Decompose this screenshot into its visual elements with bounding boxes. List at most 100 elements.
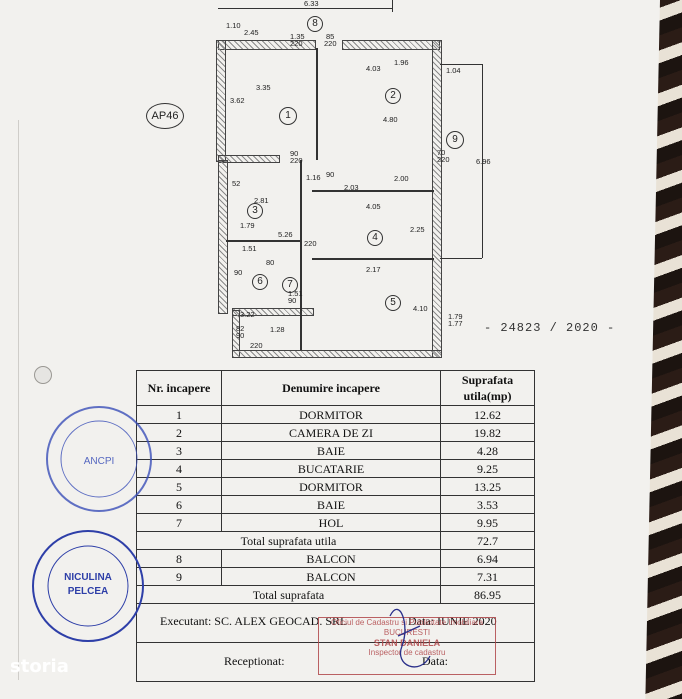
ministry-stamp: ANCPI [46, 406, 152, 512]
dimension-label: 90 [288, 296, 297, 305]
signature [389, 608, 431, 668]
dimension-label: 1.35 [290, 32, 305, 41]
dimension-label: 220 [290, 39, 303, 48]
rooms-table: Nr. incapere Denumire incapere Suprafata… [136, 370, 535, 682]
dimension-label: 3.62 [230, 96, 245, 105]
partition [312, 190, 434, 192]
dimension-label: 2.25 [410, 225, 425, 234]
total-value: 86.95 [440, 585, 535, 604]
wall [232, 350, 442, 358]
balcony-line [440, 258, 482, 259]
room-number-5: 5 [385, 295, 401, 311]
cell-name: DORMITOR [221, 477, 441, 496]
cell-area: 4.28 [440, 441, 535, 460]
total-useful-label: Total suprafata utila [136, 531, 441, 550]
cell-name: BUCATARIE [221, 459, 441, 478]
partition [226, 240, 300, 242]
dimension-label: 220 [304, 239, 317, 248]
balcony-line [482, 64, 483, 258]
dimension-label: 2.00 [394, 174, 409, 183]
cell-name: BALCON [221, 567, 441, 586]
dimension-label: 70 [437, 148, 446, 157]
dimension-label: 3.22 [240, 310, 255, 319]
dimension-label: 2.45 [244, 28, 259, 37]
dimension-label: 90 [326, 170, 335, 179]
apartment-label: AP46 [146, 103, 184, 129]
cell-area: 12.62 [440, 405, 535, 424]
total-label: Total suprafata [136, 585, 441, 604]
cell-nr: 8 [136, 549, 222, 568]
dimension-label: 1.79 [240, 221, 255, 230]
executant-label: Executant: SC. ALEX GEOCAD. SRL [160, 614, 348, 628]
cell-name: BALCON [221, 549, 441, 568]
column-header: Denumire incapere [221, 370, 441, 406]
dimension-label: 2.81 [254, 196, 269, 205]
dimension-label: 220 [437, 155, 450, 164]
dimension-label: 4.05 [366, 202, 381, 211]
wall [342, 40, 440, 50]
dimension-label: 220 [250, 341, 263, 350]
dimension-label: 2.03 [344, 183, 359, 192]
room-number-9: 9 [446, 131, 464, 149]
cell-area: 3.53 [440, 495, 535, 514]
room-number-1: 1 [279, 107, 297, 125]
dimension-label: 4.03 [366, 64, 381, 73]
svg-text:PELCEA: PELCEA [68, 586, 109, 597]
svg-text:NICULINA: NICULINA [64, 572, 112, 583]
stamp-text: Inspector de cadastru [368, 648, 446, 657]
punch-hole [34, 366, 52, 384]
balcony-line [440, 64, 482, 65]
cell-name: CAMERA DE ZI [221, 423, 441, 442]
cell-area: 13.25 [440, 477, 535, 496]
dimension-label: 1.28 [270, 325, 285, 334]
cell-name: HOL [221, 513, 441, 532]
dimension-label: 1.04 [446, 66, 461, 75]
dimension-label: 90 [290, 149, 299, 158]
authorization-stamp: NICULINA PELCEA [32, 530, 144, 642]
table-header-row: Nr. incapere Denumire incapere Suprafata… [136, 370, 535, 406]
dimension-label: 6.33 [304, 0, 319, 8]
svg-text:ANCPI: ANCPI [84, 456, 115, 467]
room-number-8: 8 [307, 16, 323, 32]
receptionat-label: Receptionat: [224, 654, 285, 668]
cell-area: 9.25 [440, 459, 535, 478]
dimension-label: 2.17 [366, 265, 381, 274]
dimension-label: 1.51 [288, 289, 303, 298]
dimension-label: 90 [234, 268, 243, 277]
balcony-line [218, 8, 392, 9]
room-number-2: 2 [385, 88, 401, 104]
dimension-label: 220 [324, 39, 337, 48]
cell-nr: 7 [136, 513, 222, 532]
column-header: Nr. incapere [136, 370, 222, 406]
dimension-label: 3.35 [256, 83, 271, 92]
partition [312, 258, 434, 260]
dimension-label: 82 [236, 324, 245, 333]
cell-name: DORMITOR [221, 405, 441, 424]
receptionat-row [136, 642, 535, 682]
cell-area: 6.94 [440, 549, 535, 568]
wall [218, 160, 228, 314]
dimension-label: 1.77 [448, 319, 463, 328]
dimension-label: 1.16 [306, 173, 321, 182]
dimension-label: 1.79 [448, 312, 463, 321]
floor-plan: 1 2 3 4 5 6 7 8 9 AP46 6.33 1.10 2.45 1.… [146, 0, 500, 360]
dimension-label: 90 [236, 331, 245, 340]
dimension-label: 80 [266, 258, 275, 267]
room-number-4: 4 [367, 230, 383, 246]
dimension-label: 4.80 [383, 115, 398, 124]
executant-row [136, 603, 535, 643]
room-number-7: 7 [282, 277, 298, 293]
cell-name: BAIE [221, 495, 441, 514]
dimension-label: 1.10 [226, 21, 241, 30]
cell-area: 19.82 [440, 423, 535, 442]
